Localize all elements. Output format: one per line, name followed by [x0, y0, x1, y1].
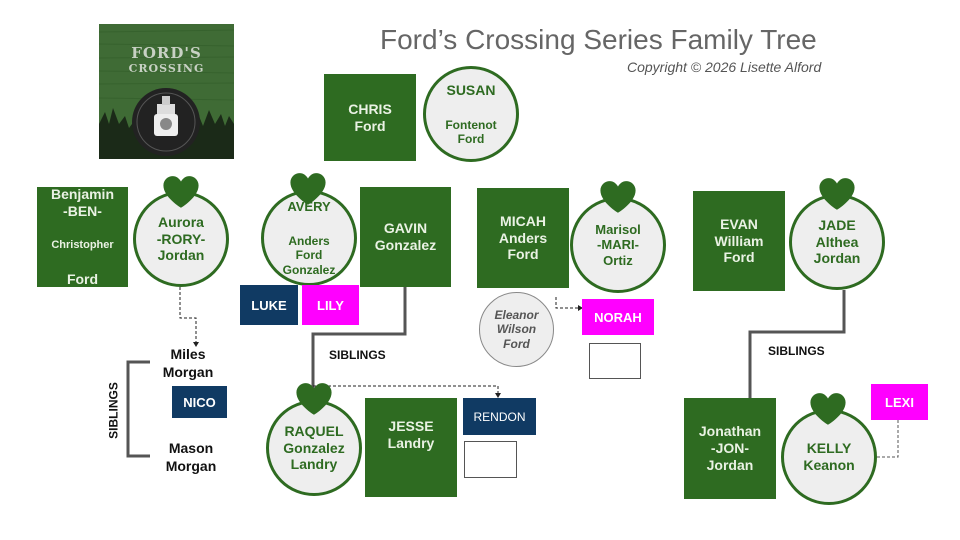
heart-icon	[162, 175, 200, 209]
person-benjamin: Benjamin -BEN- Christopher Ford	[37, 186, 128, 288]
copyright-text: Copyright © 2026 Lisette Alford	[627, 59, 822, 75]
logo-artwork	[99, 29, 234, 159]
person-eleanor: Eleanor Wilson Ford	[479, 292, 554, 367]
heart-icon	[809, 392, 847, 426]
siblings-bracket	[126, 360, 150, 458]
avery-first-name: AVERY	[287, 199, 331, 215]
avery-surnames: Anders Ford Gonzalez	[282, 233, 336, 277]
empty-child-box	[589, 343, 641, 379]
eleanor-to-norah-connector	[555, 297, 580, 309]
eleanor-to-norah-arrow	[578, 305, 583, 311]
person-jonathan: Jonathan -JON- Jordan	[684, 398, 776, 499]
siblings-label-vertical: SIBLINGS	[106, 382, 121, 439]
benjamin-surname: Ford	[66, 271, 99, 288]
person-kelly: KELLY Keanon	[781, 409, 877, 505]
page-title: Ford’s Crossing Series Family Tree	[380, 24, 817, 55]
heart-icon	[289, 172, 327, 206]
person-gavin: GAVIN Gonzalez	[360, 187, 451, 287]
empty-child-box	[464, 441, 517, 478]
person-mason: Mason Morgan	[165, 440, 217, 474]
child-rendon: RENDON	[463, 398, 536, 435]
person-jade: JADE Althea Jordan	[789, 194, 885, 290]
person-susan: SUSAN Fontenot Ford	[423, 66, 519, 162]
person-marisol: Marisol -MARI- Ortiz	[570, 197, 666, 293]
susan-surnames: Fontenot Ford	[445, 117, 497, 146]
person-micah: MICAH Anders Ford	[477, 188, 569, 288]
heart-icon	[599, 180, 637, 214]
child-lexi: LEXI	[871, 384, 928, 420]
raquel-to-rendon-arrow	[495, 393, 501, 398]
person-avery: AVERY Anders Ford Gonzalez	[261, 190, 357, 286]
child-luke: LUKE	[240, 285, 298, 325]
person-raquel: RAQUEL Gonzalez Landry	[266, 400, 362, 496]
logo-title-line1: FORD'S	[131, 44, 202, 62]
benjamin-name: Benjamin -BEN-	[50, 186, 114, 219]
gavin-to-raquel-connector	[311, 287, 407, 392]
siblings-label: SIBLINGS	[768, 344, 825, 358]
susan-first-name: SUSAN	[446, 81, 496, 98]
person-evan: EVAN William Ford	[693, 191, 785, 291]
lexi-to-kelly-connector	[876, 420, 899, 458]
jade-to-jonathan-connector	[748, 290, 846, 398]
raquel-to-rendon-connector	[313, 385, 499, 396]
heart-icon	[295, 382, 333, 416]
aurora-to-miles-arrow	[193, 342, 199, 347]
aurora-to-miles-connector	[179, 287, 197, 345]
siblings-label: SIBLINGS	[329, 348, 386, 362]
child-norah: NORAH	[582, 299, 654, 335]
logo-title-line2: CROSSING	[128, 62, 205, 75]
child-lily: LILY	[302, 285, 359, 325]
benjamin-middle-name: Christopher	[51, 238, 114, 251]
fords-crossing-logo: FORD'S CROSSING	[99, 24, 234, 159]
person-chris: CHRIS Ford	[324, 74, 416, 161]
heart-icon	[818, 177, 856, 211]
child-nico: NICO	[172, 386, 227, 418]
person-miles: Miles Morgan	[162, 346, 214, 380]
person-jesse: JESSE Landry	[365, 398, 457, 497]
